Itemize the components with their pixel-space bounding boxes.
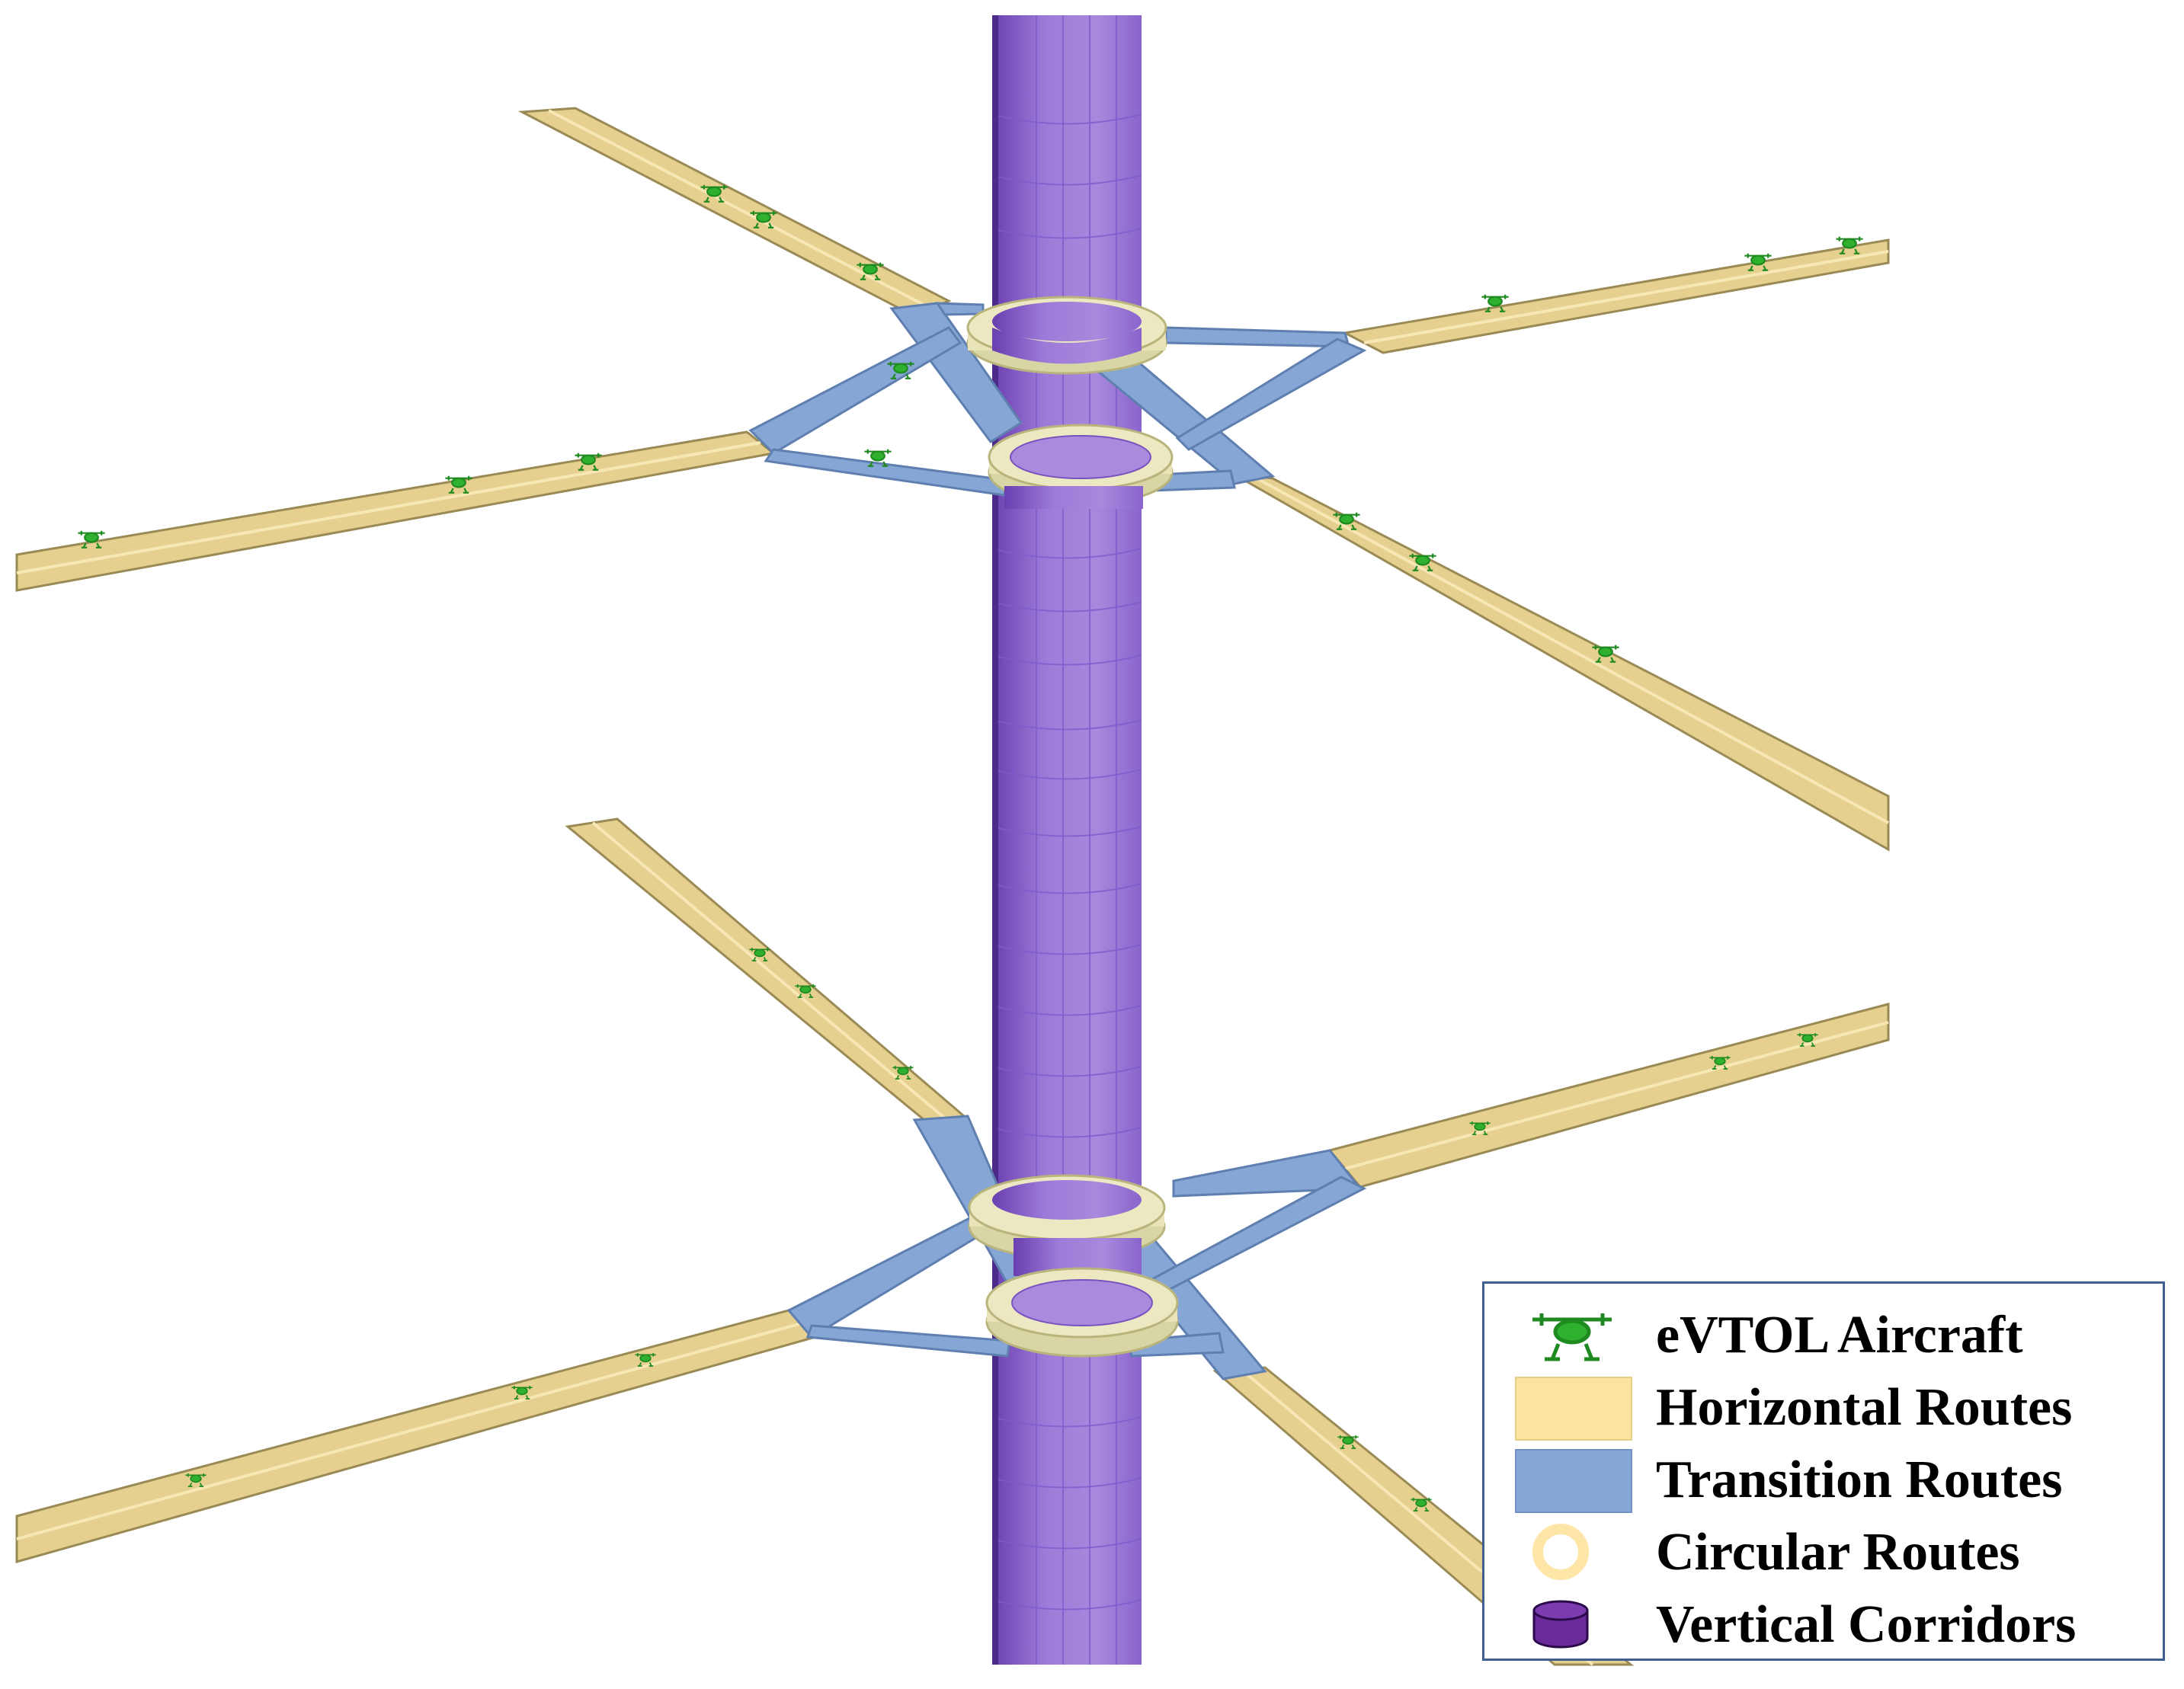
blue-swatch bbox=[1515, 1449, 1632, 1513]
yellow-swatch bbox=[1515, 1377, 1632, 1441]
drone-icon bbox=[1515, 1304, 1629, 1365]
legend-item-evtol: eVTOL Aircraft bbox=[1484, 1300, 2163, 1369]
transition-routes-upper bbox=[748, 302, 1367, 497]
legend-item-horizontal: Horizontal Routes bbox=[1484, 1373, 2163, 1441]
vertical-corridor bbox=[991, 15, 1142, 1665]
lower-junction bbox=[15, 817, 1890, 1666]
upper-junction bbox=[15, 107, 1890, 852]
ring-icon bbox=[1515, 1521, 1629, 1582]
legend-label-horizontal: Horizontal Routes bbox=[1656, 1378, 2073, 1437]
legend-label-circular: Circular Routes bbox=[1656, 1523, 2020, 1582]
legend-label-vertical: Vertical Corridors bbox=[1656, 1595, 2077, 1654]
legend-item-circular: Circular Routes bbox=[1484, 1518, 2163, 1586]
legend-item-transition: Transition Routes bbox=[1484, 1445, 2163, 1514]
circular-route-lower-b bbox=[985, 1267, 1179, 1358]
horizontal-routes-upper bbox=[15, 107, 1890, 852]
circular-route-upper-a bbox=[966, 296, 1167, 375]
circular-route-lower-a bbox=[968, 1174, 1166, 1260]
legend-item-vertical: Vertical Corridors bbox=[1484, 1590, 2163, 1659]
legend: eVTOL Aircraft Horizontal Routes Transit… bbox=[1482, 1281, 2165, 1661]
legend-label-evtol: eVTOL Aircraft bbox=[1656, 1306, 2023, 1364]
cylinder-icon bbox=[1515, 1594, 1629, 1655]
legend-label-transition: Transition Routes bbox=[1656, 1451, 2063, 1509]
